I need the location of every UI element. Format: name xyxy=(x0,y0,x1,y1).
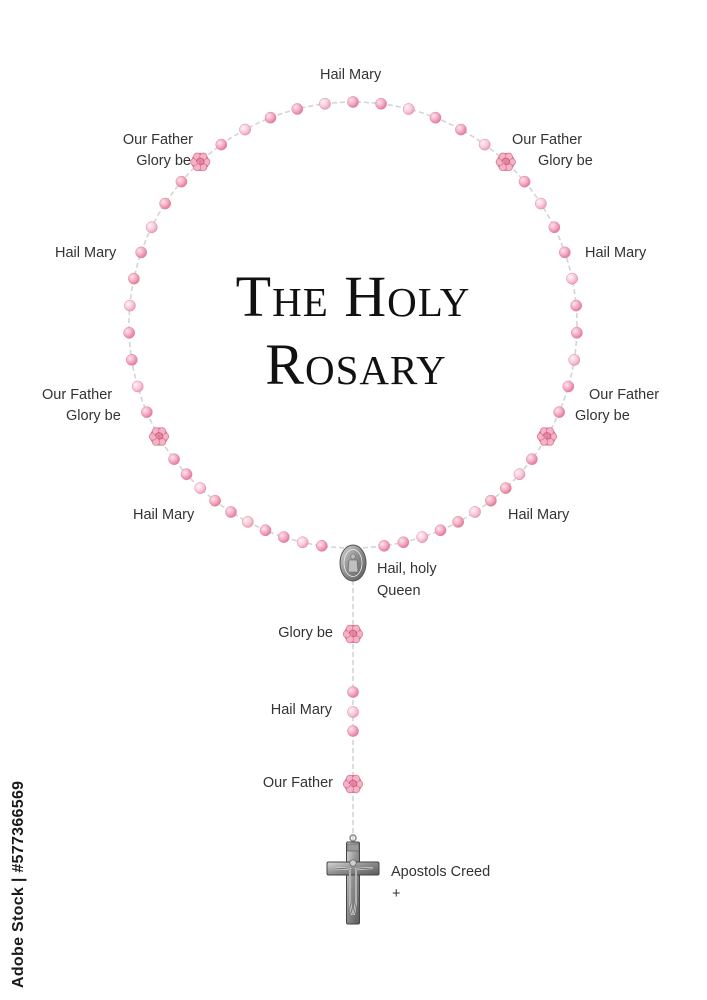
rose-beads xyxy=(148,152,558,794)
bead xyxy=(131,380,144,393)
bead xyxy=(397,536,410,549)
bead xyxy=(434,524,447,537)
bead xyxy=(469,506,481,518)
bead xyxy=(402,103,415,115)
crucifix-icon xyxy=(326,834,380,925)
rose-bead-icon xyxy=(536,427,558,446)
bead xyxy=(429,111,442,124)
bead xyxy=(175,175,188,188)
label-hail-mary-upper-left: Hail Mary xyxy=(55,245,117,261)
bead xyxy=(168,453,180,466)
bead xyxy=(159,197,171,210)
loop-beads xyxy=(123,96,583,552)
label-hail-mary-lower-right: Hail Mary xyxy=(508,507,570,523)
title-line-2: Rosary xyxy=(265,332,446,397)
bead xyxy=(548,221,561,234)
bead xyxy=(478,138,491,151)
watermark-text: Adobe Stock | #577366569 xyxy=(10,780,27,988)
bead xyxy=(259,524,272,537)
bead xyxy=(566,272,578,285)
label-glory-be-mid-right: Glory be xyxy=(575,408,630,424)
bead xyxy=(347,686,359,698)
bead xyxy=(291,103,304,115)
bead xyxy=(296,536,309,549)
bead xyxy=(499,482,512,494)
label-our-father-top-right: Our Father xyxy=(512,132,583,148)
bead xyxy=(416,531,429,543)
label-hail-mary-upper-right: Hail Mary xyxy=(585,245,647,261)
title-line-1: The Holy xyxy=(236,264,471,329)
bead xyxy=(225,506,237,518)
label-glory-be-mid-left: Glory be xyxy=(66,408,121,424)
label-hail-holy-line2: Queen xyxy=(377,583,421,599)
label-our-father-top-left: Our Father xyxy=(122,132,193,148)
stem-beads xyxy=(347,686,359,737)
bead xyxy=(124,299,136,312)
label-our-father-stem: Our Father xyxy=(262,775,333,791)
label-cross-symbol: + xyxy=(392,886,401,902)
bead xyxy=(347,96,359,108)
bead xyxy=(140,406,153,418)
bead xyxy=(319,97,331,110)
rose-bead-icon xyxy=(342,624,364,644)
bead xyxy=(264,111,277,124)
bead xyxy=(194,482,207,494)
bead xyxy=(375,97,387,110)
rose-bead-icon xyxy=(495,152,516,172)
bead xyxy=(277,531,290,543)
label-our-father-mid-right: Our Father xyxy=(589,387,660,403)
label-apostles-creed: Apostols Creed xyxy=(391,864,491,880)
bead xyxy=(526,453,538,466)
miraculous-medal-icon xyxy=(339,544,367,582)
bead xyxy=(180,468,193,481)
label-glory-be-top-left: Glory be xyxy=(136,153,191,169)
rose-bead-icon xyxy=(342,774,364,794)
bead xyxy=(535,197,547,210)
bead xyxy=(513,468,526,481)
bead xyxy=(215,138,228,151)
rose-bead-icon xyxy=(190,152,211,172)
label-glory-be-top-right: Glory be xyxy=(538,153,593,169)
bead xyxy=(553,406,566,418)
bead xyxy=(135,246,148,259)
stock-watermark: Adobe Stock | #577366569 xyxy=(6,760,34,990)
bead xyxy=(209,494,221,507)
bead xyxy=(562,380,575,393)
bead xyxy=(123,326,135,339)
label-hail-mary-top: Hail Mary xyxy=(320,67,382,83)
bead xyxy=(518,175,531,188)
rose-bead-icon xyxy=(148,427,170,446)
bead xyxy=(347,706,359,718)
bead xyxy=(558,246,571,259)
bead xyxy=(455,123,467,136)
label-glory-be-stem: Glory be xyxy=(278,625,333,641)
label-hail-mary-stem: Hail Mary xyxy=(270,702,332,718)
bead xyxy=(452,516,465,528)
bead xyxy=(571,326,583,339)
bead xyxy=(347,725,359,737)
label-hail-holy-line1: Hail, holy xyxy=(377,561,437,577)
bead xyxy=(570,299,582,312)
bead xyxy=(128,272,140,285)
bead xyxy=(378,539,391,552)
bead xyxy=(241,516,254,528)
bead xyxy=(239,123,251,136)
label-hail-mary-lower-left: Hail Mary xyxy=(133,507,195,523)
bead xyxy=(568,354,581,366)
bead xyxy=(315,539,328,552)
bead xyxy=(145,221,158,234)
bead xyxy=(125,354,138,366)
label-our-father-mid-left: Our Father xyxy=(42,387,113,403)
bead xyxy=(485,494,497,507)
